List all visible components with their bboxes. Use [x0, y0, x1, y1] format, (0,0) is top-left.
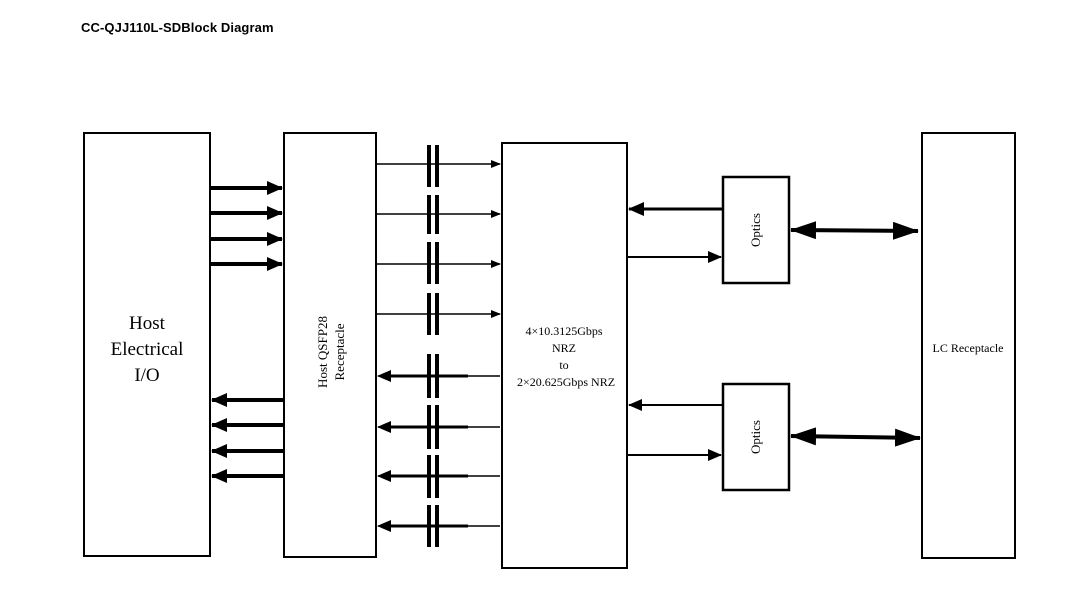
gearbox-block: 4×10.3125Gbps NRZ to 2×20.625Gbps NRZ [501, 142, 628, 569]
gearbox-label-line1: 4×10.3125Gbps [525, 324, 602, 338]
host-to-qsfp-tx-arrows [210, 181, 283, 271]
qsfp-to-host-rx-arrows [211, 393, 284, 483]
qsfp-label-line1: Host QSFP28 [315, 316, 330, 388]
optics-lc-bidirectional-arrows [790, 221, 921, 447]
lc-receptacle-label: LC Receptacle [933, 341, 1004, 355]
host-io-label-line3: I/O [134, 365, 159, 386]
rx-lanes-with-capacitors [377, 354, 500, 547]
diagram-title: CC-QJJ110L-SDBlock Diagram [81, 20, 274, 35]
optics-block-bottom: Optics [721, 382, 791, 492]
tx-lanes-with-capacitors [376, 145, 501, 335]
host-io-label-line2: Electrical [111, 339, 184, 360]
optics-top-label: Optics [748, 213, 763, 247]
optics-block-top: Optics [721, 175, 791, 285]
lc-receptacle-block: LC Receptacle [921, 132, 1016, 559]
host-qsfp28-receptacle-block: Host QSFP28 Receptacle [283, 132, 377, 558]
gearbox-label-line2: NRZ [552, 341, 576, 355]
gearbox-label-line3: to [559, 358, 568, 372]
host-electrical-io-block: Host Electrical I/O [83, 132, 211, 557]
gearbox-optics-arrows [627, 202, 723, 461]
host-io-label-line1: Host [129, 313, 166, 334]
optics-bottom-label: Optics [748, 420, 763, 454]
qsfp-label-line2: Receptacle [332, 323, 347, 380]
gearbox-label-line4: 2×20.625Gbps NRZ [517, 375, 615, 389]
